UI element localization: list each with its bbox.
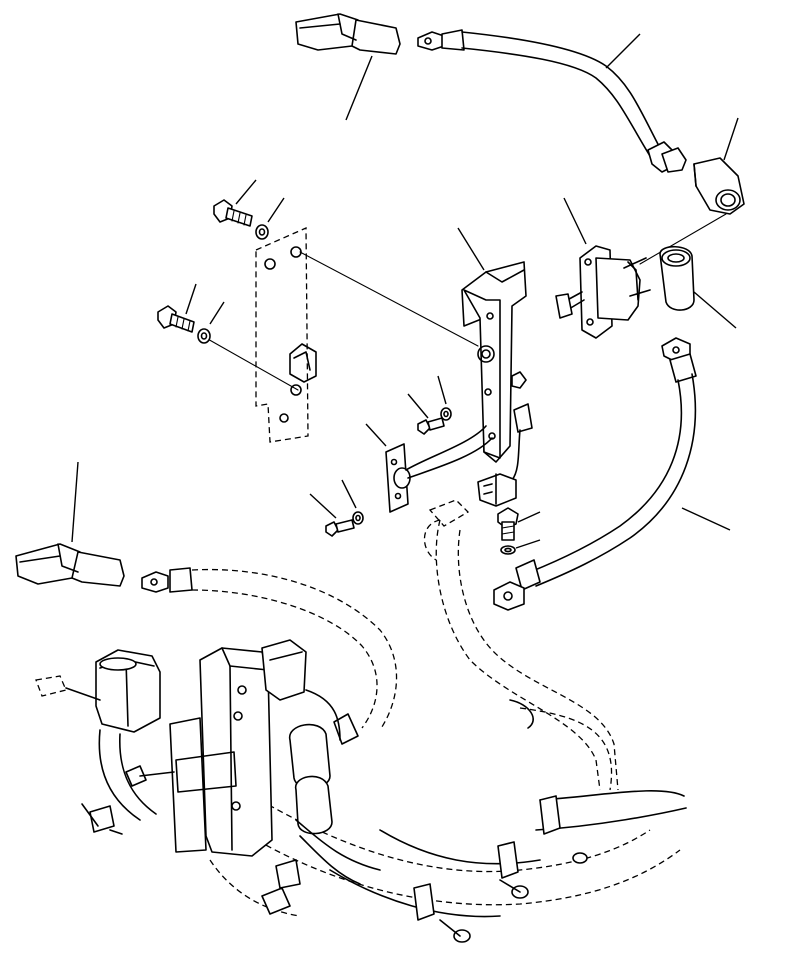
leader-washer-lower — [209, 301, 225, 325]
connector-line-plate-bolt — [205, 337, 299, 391]
lower-terminal-boot — [15, 543, 125, 587]
leader-upper-terminal-boot — [345, 55, 373, 121]
upper-terminal-boot — [295, 13, 401, 55]
leader-bolt-upper — [235, 179, 257, 205]
switch-terminal-cover — [659, 245, 695, 311]
relay-assembly — [35, 639, 381, 917]
bracket-washer — [440, 407, 452, 421]
connector-line-switch-cover — [639, 213, 727, 265]
lamp-washer — [352, 511, 364, 525]
leader-ground-bolt — [517, 511, 541, 523]
leader-lamp-screw — [309, 493, 337, 519]
ground-bolt — [497, 507, 519, 541]
leader-ground-washer — [515, 539, 541, 549]
connector-line-plate-bracket — [299, 251, 479, 347]
upper-battery-cable — [417, 29, 687, 173]
leader-washer-upper — [267, 197, 285, 223]
main-harness — [141, 499, 687, 943]
wire-connector — [477, 429, 521, 507]
ground-washer — [500, 545, 516, 555]
leader-indicator-lamp — [365, 423, 387, 447]
leader-lower-battery-cable — [681, 507, 731, 531]
indicator-lamp — [385, 425, 493, 513]
lower-battery-cable — [493, 337, 697, 611]
leader-bracket-screw — [407, 393, 429, 419]
lamp-screw — [325, 519, 355, 537]
washer-upper — [255, 224, 269, 240]
leader-cable-end-cover — [723, 117, 739, 161]
leader-lower-terminal-boot — [71, 461, 79, 543]
leader-bracket-washer — [437, 375, 447, 405]
disconnect-switch — [555, 245, 651, 339]
leader-bolt-lower — [185, 283, 197, 315]
mounting-bracket — [461, 261, 533, 463]
bolt-lower — [157, 305, 195, 333]
leader-lamp-washer — [341, 479, 357, 509]
mounting-plate — [255, 227, 317, 443]
leader-switch-terminal-cover — [693, 291, 737, 329]
bolt-upper — [213, 199, 253, 227]
leader-disconnect-switch — [563, 197, 587, 245]
cable-end-cover — [693, 157, 745, 215]
bracket-screw — [417, 417, 445, 435]
leader-mounting-bracket — [457, 227, 485, 271]
leader-upper-battery-cable — [605, 33, 641, 69]
washer-lower — [197, 328, 211, 344]
